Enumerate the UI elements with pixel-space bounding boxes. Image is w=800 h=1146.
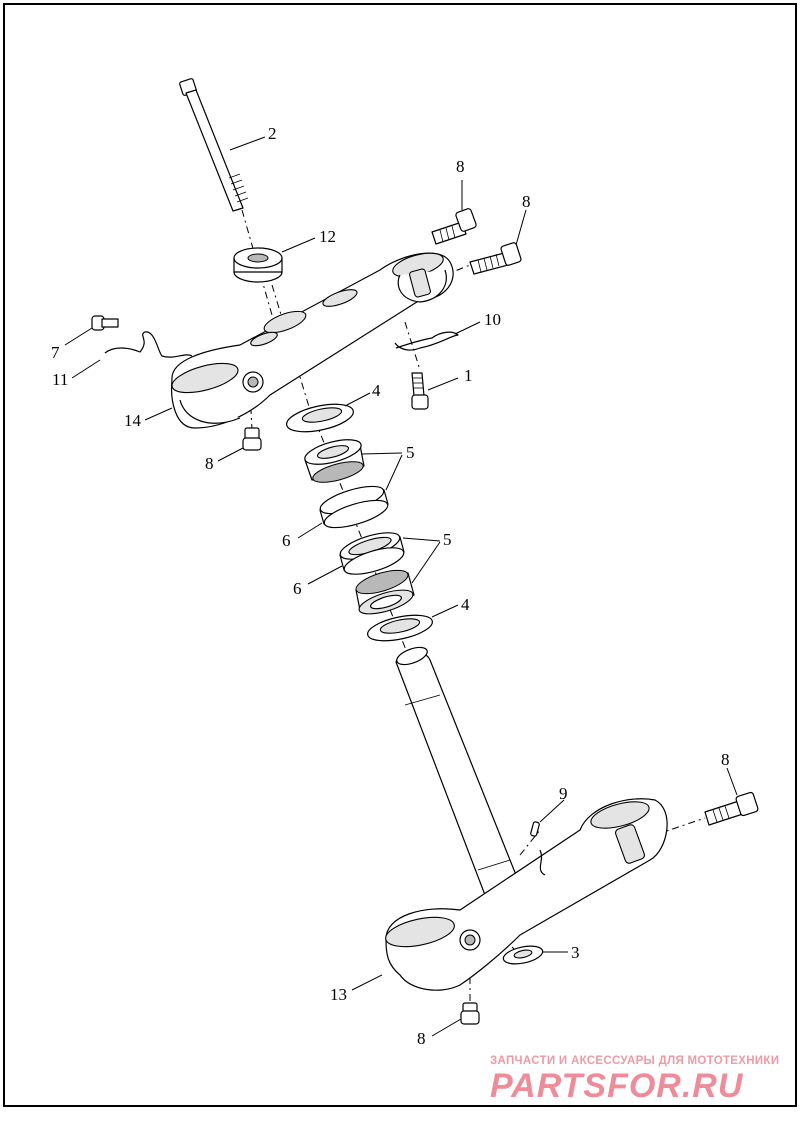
- bearing-upper: [304, 439, 365, 483]
- callout-14: 14: [124, 411, 142, 430]
- callout-3: 3: [571, 943, 580, 962]
- race-upper: [319, 485, 389, 529]
- callout-4-lower: 4: [461, 595, 470, 614]
- callout-12: 12: [319, 227, 336, 246]
- bearing-lower: [355, 569, 415, 615]
- callout-9: 9: [559, 784, 568, 803]
- callout-2: 2: [268, 124, 277, 143]
- callout-10: 10: [484, 310, 501, 329]
- callout-8-upper-2: 8: [522, 192, 531, 211]
- callout-6-upper: 6: [282, 531, 291, 550]
- short-bolt: [411, 372, 429, 410]
- long-bolt: [179, 78, 249, 212]
- callout-8-bracket: 8: [205, 454, 214, 473]
- callout-13: 13: [330, 985, 347, 1004]
- watermark-tagline: ЗАПЧАСТИ И АКСЕССУАРЫ ДЛЯ МОТОТЕХНИКИ: [490, 1055, 779, 1067]
- lower-fork-bracket-with-stem: [385, 646, 668, 991]
- callout-8-lower-bottom: 8: [417, 1029, 426, 1048]
- upper-fork-bracket: [171, 252, 454, 429]
- pinch-bolt-upper-2: [469, 242, 522, 275]
- race-lower: [339, 532, 405, 575]
- small-screw: [91, 315, 119, 331]
- pinch-bolt-lower-side: [704, 791, 759, 826]
- callout-labels: 2 8 8 12 10 7 11 1 4 14 8 5 6 5 6 4 8 9 …: [51, 124, 730, 1048]
- callout-6-lower: 6: [293, 579, 302, 598]
- callout-1: 1: [464, 366, 473, 385]
- watermark: ЗАПЧАСТИ И АКСЕССУАРЫ ДЛЯ МОТОТЕХНИКИ PA…: [490, 1055, 779, 1105]
- callout-4-upper: 4: [372, 381, 381, 400]
- callout-5-lower: 5: [443, 530, 452, 549]
- watermark-brand: PARTSFOR.RU: [490, 1067, 744, 1105]
- hook-clip: [394, 331, 459, 351]
- callout-7: 7: [51, 343, 60, 362]
- callout-8-lower-side: 8: [721, 750, 730, 769]
- callout-8-upper-1: 8: [456, 157, 465, 176]
- wire-clip: [104, 331, 193, 358]
- pin: [530, 821, 540, 837]
- dust-shield-lower: [367, 614, 433, 642]
- stem-nut: [233, 247, 283, 283]
- pinch-bolt-upper-1: [431, 208, 477, 245]
- dust-shield-upper: [286, 403, 354, 433]
- diagram-frame: [3, 3, 797, 1107]
- callout-5-upper: 5: [406, 443, 415, 462]
- washer: [502, 945, 544, 965]
- callout-11: 11: [52, 370, 68, 389]
- leader-lines: [64, 136, 738, 1037]
- pinch-bolt-bracket-bottom: [242, 427, 262, 451]
- pinch-bolt-lower-bottom: [460, 1002, 480, 1025]
